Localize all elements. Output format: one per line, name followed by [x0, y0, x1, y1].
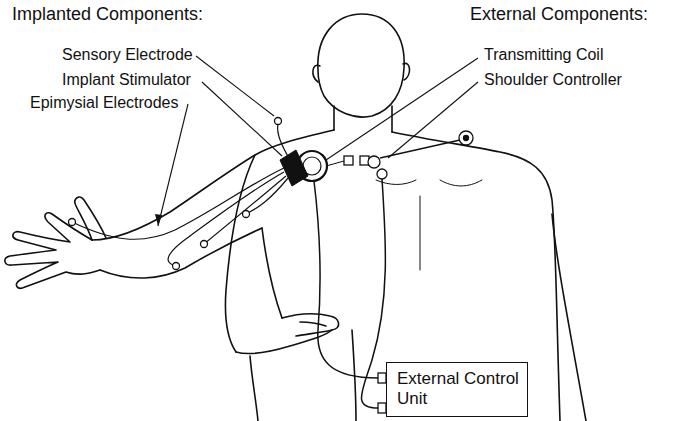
leader-line: [388, 82, 478, 158]
electrode-dot: [275, 118, 282, 125]
cable-plug: [378, 373, 386, 383]
torso-outline: [552, 214, 586, 421]
coil-cable: [326, 161, 344, 166]
cable-plug: [378, 403, 386, 413]
torso-outline: [392, 132, 560, 421]
electrode-lead: [246, 178, 288, 214]
group-heading: Implanted Components:: [12, 4, 203, 25]
part-label: Implant Stimulator: [62, 71, 191, 89]
part-label: Shoulder Controller: [484, 71, 622, 89]
transmitting-coil: [297, 151, 327, 181]
torso-outline: [262, 228, 282, 318]
coil-cable: [314, 181, 378, 378]
box-label: External Control Unit: [397, 369, 519, 410]
shoulder-controller: [344, 156, 353, 165]
ear: [313, 65, 320, 82]
part-label: Epimysial Electrodes: [30, 94, 179, 112]
leader-line: [326, 58, 478, 160]
electrode-dot: [173, 263, 180, 270]
neck-line: [333, 106, 335, 130]
control-unit-box: External Control Unit: [386, 362, 528, 417]
arm-outline: [100, 228, 262, 278]
electrode-lead: [168, 172, 284, 266]
controller-cable: [361, 179, 385, 408]
chest-line: [420, 196, 421, 270]
controller-mount: [459, 131, 473, 145]
hand-outline: [282, 314, 339, 336]
transmitting-coil: [303, 157, 321, 175]
leader-line: [158, 104, 188, 226]
part-label: Transmitting Coil: [484, 46, 603, 64]
part-label: Sensory Electrode: [62, 46, 193, 64]
head-outline: [318, 14, 404, 117]
neck-line: [391, 106, 393, 132]
electrode-dot: [201, 241, 208, 248]
torso-outline: [250, 356, 258, 421]
electrode-dot: [243, 211, 250, 218]
arm-outline: [225, 155, 255, 352]
chest-line: [440, 180, 482, 186]
leader-line: [196, 56, 274, 116]
electrode-dot: [69, 219, 76, 226]
leader-line: [202, 82, 282, 156]
ear: [403, 63, 410, 80]
arm-outline: [92, 130, 334, 240]
shoulder-controller: [377, 169, 387, 179]
shoulder-controller: [368, 156, 380, 168]
electrode-lead: [204, 176, 286, 244]
controller-mount: [464, 136, 469, 141]
leader-arrowhead: [155, 214, 162, 226]
hand-outline: [300, 322, 326, 326]
group-heading: External Components:: [470, 4, 648, 25]
